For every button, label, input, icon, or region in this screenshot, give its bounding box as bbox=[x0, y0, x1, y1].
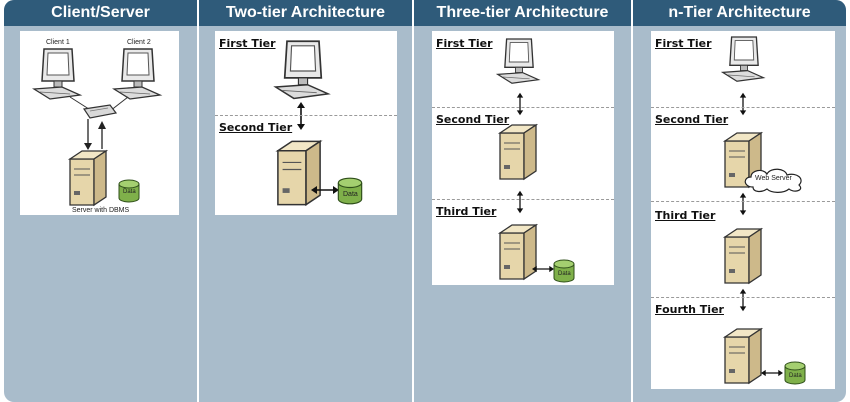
database-icon bbox=[553, 259, 575, 283]
tier-label: Second Tier bbox=[219, 121, 293, 134]
tier-divider bbox=[651, 201, 835, 202]
tier-divider bbox=[432, 199, 614, 200]
tier-divider bbox=[651, 297, 835, 298]
tier-label: Third Tier bbox=[436, 205, 497, 218]
column-n-tier: n-Tier Architecture First Tier Second Ti… bbox=[633, 0, 846, 402]
client-computer-icon bbox=[721, 36, 766, 82]
client-computer-icon bbox=[112, 48, 163, 100]
tier-divider bbox=[215, 115, 397, 116]
client-computer-icon bbox=[273, 40, 331, 100]
tier-label: First Tier bbox=[436, 37, 493, 50]
bidirectional-arrow-icon bbox=[739, 192, 747, 216]
column-three-tier: Three-tier Architecture First Tier Secon… bbox=[414, 0, 631, 402]
client-computer-icon bbox=[32, 48, 83, 100]
column-two-tier: Two-tier Architecture First Tier Second … bbox=[199, 0, 412, 402]
bidirectional-arrow-icon bbox=[739, 288, 747, 312]
server-icon bbox=[723, 327, 763, 385]
database-label: Data bbox=[343, 191, 358, 198]
database-icon bbox=[337, 177, 363, 205]
client-computer-icon bbox=[496, 38, 541, 84]
server-icon bbox=[498, 123, 538, 181]
bidirectional-arrow-icon bbox=[311, 186, 339, 194]
tier-divider bbox=[651, 107, 835, 108]
bidirectional-arrow-icon bbox=[761, 369, 783, 377]
column-title: Three-tier Architecture bbox=[414, 0, 631, 26]
bidirectional-arrow-icon bbox=[739, 92, 747, 116]
column-title: Client/Server bbox=[4, 0, 197, 26]
three-tier-panel: First Tier Second Tier bbox=[432, 31, 614, 285]
database-label: Data bbox=[789, 373, 802, 379]
tier-label: Second Tier bbox=[655, 113, 729, 126]
tier-label: Fourth Tier bbox=[655, 303, 724, 316]
n-tier-panel: First Tier Second Tier bbox=[651, 31, 835, 389]
tier-divider bbox=[432, 107, 614, 108]
server-icon bbox=[68, 149, 108, 207]
bidirectional-arrow-icon bbox=[516, 92, 524, 116]
tier-label: Third Tier bbox=[655, 209, 716, 222]
two-tier-panel: First Tier Second Tier bbox=[215, 31, 397, 215]
column-title: n-Tier Architecture bbox=[633, 0, 846, 26]
bidirectional-arrow-icon bbox=[516, 190, 524, 214]
database-label: Data bbox=[123, 189, 136, 195]
server-icon bbox=[723, 227, 763, 285]
client-2-label: Client 2 bbox=[127, 39, 151, 46]
client-server-panel: Client 1 Client 2 bbox=[20, 31, 179, 215]
bidirectional-arrow-icon bbox=[297, 102, 305, 130]
column-client-server: Client/Server Client 1 Client 2 bbox=[4, 0, 197, 402]
server-icon bbox=[498, 223, 538, 281]
database-label: Data bbox=[558, 271, 571, 277]
database-icon bbox=[784, 361, 806, 385]
server-label: Server with DBMS bbox=[72, 207, 130, 214]
client-1-label: Client 1 bbox=[46, 39, 70, 46]
cloud-label: Web Server bbox=[755, 175, 792, 182]
column-title: Two-tier Architecture bbox=[199, 0, 412, 26]
cloud-icon bbox=[744, 168, 802, 193]
bidirectional-arrow-icon bbox=[532, 265, 554, 273]
network-hub-icon bbox=[69, 96, 129, 150]
tier-label: First Tier bbox=[655, 37, 712, 50]
database-icon bbox=[118, 179, 140, 203]
tier-label: First Tier bbox=[219, 37, 276, 50]
tier-label: Second Tier bbox=[436, 113, 510, 126]
